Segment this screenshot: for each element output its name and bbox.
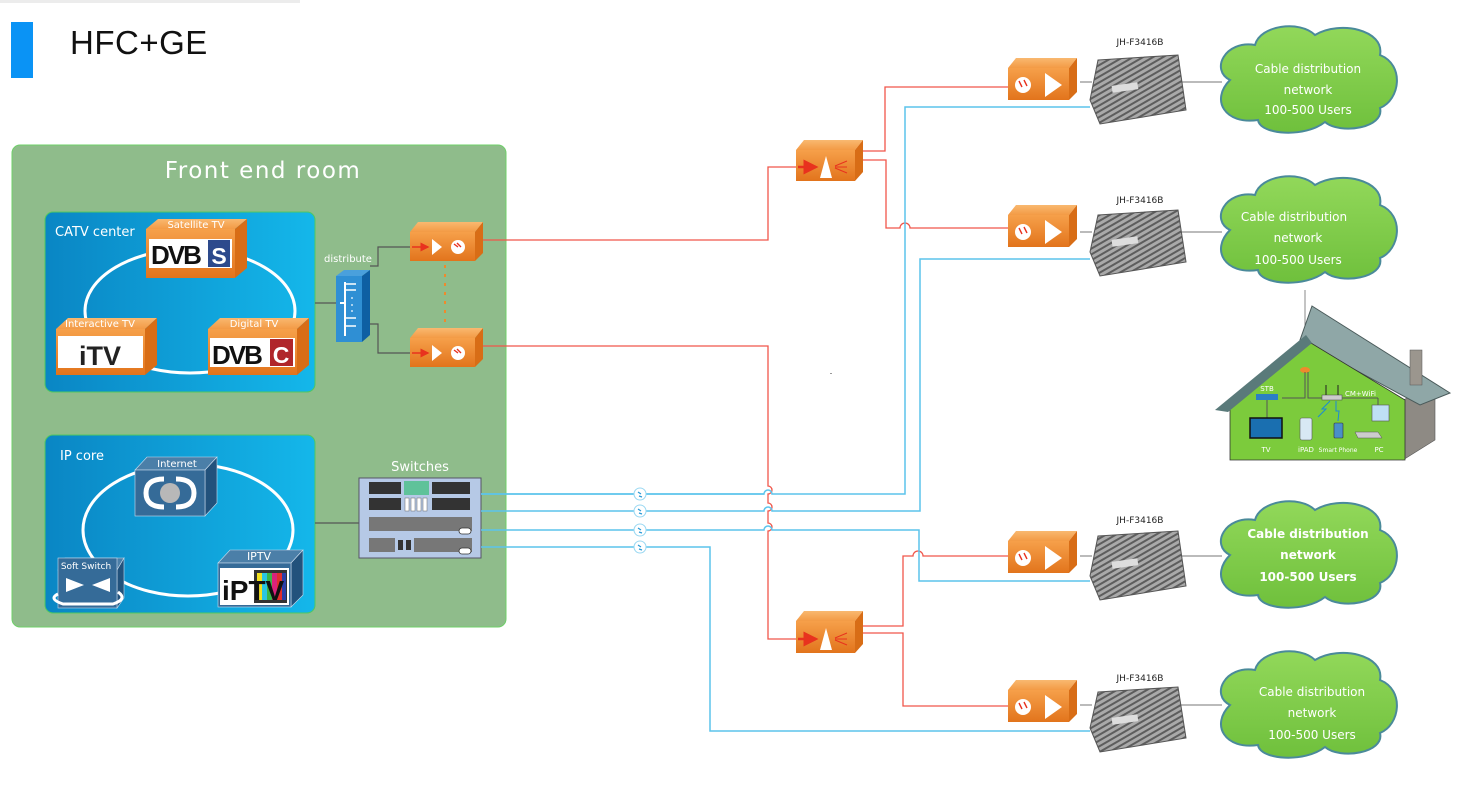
dvb-logo: DVB (151, 240, 201, 270)
dvb-s-badge: S (211, 243, 226, 269)
smartphone-icon (1333, 422, 1344, 439)
node-model-label: JH-F3416B (1116, 674, 1164, 684)
iptv-label: IPTV (247, 550, 272, 563)
satellite-tv-label: Satellite TV (167, 220, 224, 231)
node-model-label: JH-F3416B (1116, 38, 1164, 48)
interactive-tv-label: Interactive TV (65, 319, 135, 330)
optical-line (863, 86, 1008, 152)
digital-tv-box: DVB C Digital TV (208, 318, 309, 375)
page-title: HFC+GE (70, 24, 208, 61)
optical-receiver-2 (1008, 205, 1077, 247)
dvb-logo: DVB (212, 340, 262, 370)
itv-logo: iTV (79, 341, 121, 371)
optical-line (863, 159, 1008, 229)
cloud-4: Cable distribution network 100-500 Users (1219, 650, 1398, 759)
soft-switch-node: Soft Switch (52, 556, 125, 609)
optical-node-1: JH-F3416B (1089, 38, 1187, 125)
tv-icon (1249, 417, 1283, 439)
cloud-line-1: Cable distribution (1255, 62, 1361, 76)
chimney (1409, 349, 1423, 386)
switches-label: Switches (391, 460, 449, 475)
optical-receiver-1 (1008, 58, 1077, 100)
ethernet-line (481, 106, 1090, 495)
iptv-logo: iPTV (222, 575, 285, 606)
cloud-line-2: network (1274, 231, 1323, 245)
optical-receiver-3 (1008, 531, 1077, 573)
satellite-tv-box: DVB S Satellite TV (146, 219, 247, 278)
optical-node-4: JH-F3416B (1089, 674, 1187, 753)
switches: Switches (315, 460, 482, 559)
interactive-tv-box: iTV Interactive TV (56, 318, 157, 375)
cloud-line-3: 100-500 Users (1259, 570, 1356, 584)
arrow-right-icon (66, 578, 84, 592)
cloud-line-1: Cable distribution (1259, 685, 1365, 699)
cloud-line-1: Cable distribution (1247, 527, 1368, 541)
digital-tv-label: Digital TV (230, 319, 279, 330)
top-divider (0, 0, 300, 3)
house: STB CM+WiFi TV iPAD Smart Phone PC (1215, 305, 1452, 461)
catv-center-label: CATV center (55, 225, 135, 240)
front-end-room-label: Front end room (165, 158, 362, 184)
optical-line (863, 632, 1008, 707)
optical-transmitter-2 (410, 328, 483, 367)
optical-line (483, 166, 798, 241)
catv-center-panel: CATV center DVB S Satellite TV iTV Inter… (44, 211, 316, 393)
smartphone-label: Smart Phone (1319, 447, 1358, 454)
ethernet-line (481, 546, 1090, 732)
cm-wifi-label: CM+WiFi (1345, 390, 1376, 398)
coupler-icon (633, 487, 647, 501)
distributor: distribute (315, 246, 412, 354)
node-device (1089, 54, 1187, 125)
coupler-icon (633, 523, 647, 537)
pc-icon (1371, 404, 1390, 422)
node-model-label: JH-F3416B (1116, 196, 1164, 206)
stray-mark (830, 373, 832, 374)
cloud-2: Cable distribution network 100-500 Users (1219, 175, 1398, 284)
connection-lines (481, 81, 1306, 732)
arrow-left-icon (92, 578, 110, 592)
tap-icon (1300, 367, 1310, 373)
sync-arrow-icon (143, 476, 165, 494)
optical-node-2: JH-F3416B (1089, 196, 1187, 277)
cloud-1: Cable distribution network 100-500 Users (1219, 25, 1398, 134)
cloud-line-2: network (1288, 706, 1337, 720)
ip-core-label: IP core (60, 449, 104, 464)
optical-transmitter-1 (410, 222, 483, 261)
optical-splitter-2 (796, 611, 863, 653)
cloud-line-3: 100-500 Users (1254, 253, 1342, 267)
node-model-label: JH-F3416B (1116, 516, 1164, 526)
pc-label: PC (1374, 446, 1383, 454)
coupler-icon (633, 504, 647, 518)
stb-label: STB (1260, 385, 1274, 393)
router-icon (1321, 394, 1343, 401)
globe-icon (160, 483, 180, 503)
coupler-icon (633, 540, 647, 554)
soft-switch-label: Soft Switch (61, 562, 111, 572)
optical-receiver-4 (1008, 680, 1077, 722)
dvb-c-badge: C (273, 342, 290, 368)
tv-label: TV (1260, 446, 1270, 454)
internet-node: Internet (134, 456, 218, 517)
cloud-line-2: network (1284, 83, 1333, 97)
cloud-line-1: Cable distribution (1241, 210, 1347, 224)
ipad-icon (1299, 417, 1313, 441)
distribute-label: distribute (324, 254, 372, 265)
cloud-line-3: 100-500 Users (1264, 103, 1352, 117)
cloud-line-2: network (1280, 548, 1337, 562)
optical-line (863, 550, 1008, 627)
ethernet-line (481, 258, 1090, 512)
cloud-3: Cable distribution network 100-500 Users (1219, 500, 1398, 609)
ethernet-line (481, 525, 1090, 582)
internet-label: Internet (157, 459, 197, 470)
ipad-label: iPAD (1298, 446, 1314, 454)
optical-node-3: JH-F3416B (1089, 516, 1187, 601)
optical-splitter-1 (796, 140, 863, 181)
iptv-node: IPTV iPTV (217, 549, 304, 608)
cloud-line-3: 100-500 Users (1268, 728, 1356, 742)
node-device (1089, 530, 1187, 601)
ip-core-panel: IP core Internet Soft Switch (44, 434, 316, 614)
stb-icon (1256, 394, 1278, 400)
title-accent-bar (11, 22, 33, 78)
